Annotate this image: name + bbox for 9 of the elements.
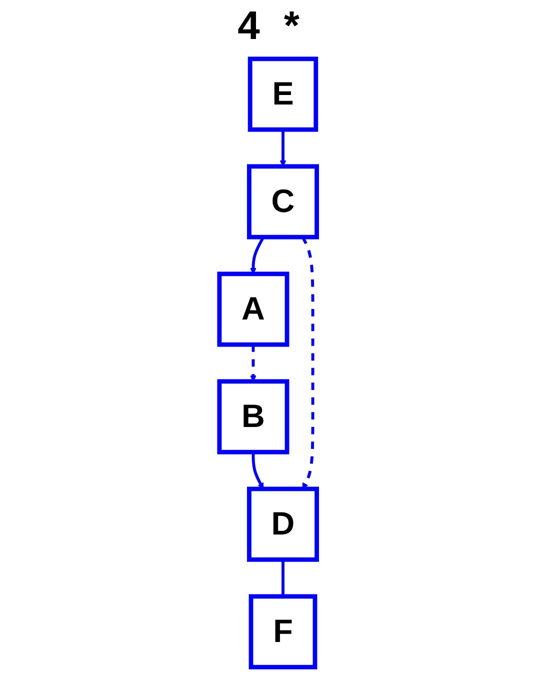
connector [282, 560, 285, 596]
node-box: B [218, 379, 290, 454]
node-box: A [218, 272, 290, 347]
multiplicity-label: 4 [238, 4, 260, 49]
multiplicity-label: * [284, 4, 300, 49]
node-box: D [247, 486, 320, 562]
node-box: E [248, 56, 318, 132]
node-box: F [249, 594, 318, 670]
node-box: C [247, 164, 320, 240]
